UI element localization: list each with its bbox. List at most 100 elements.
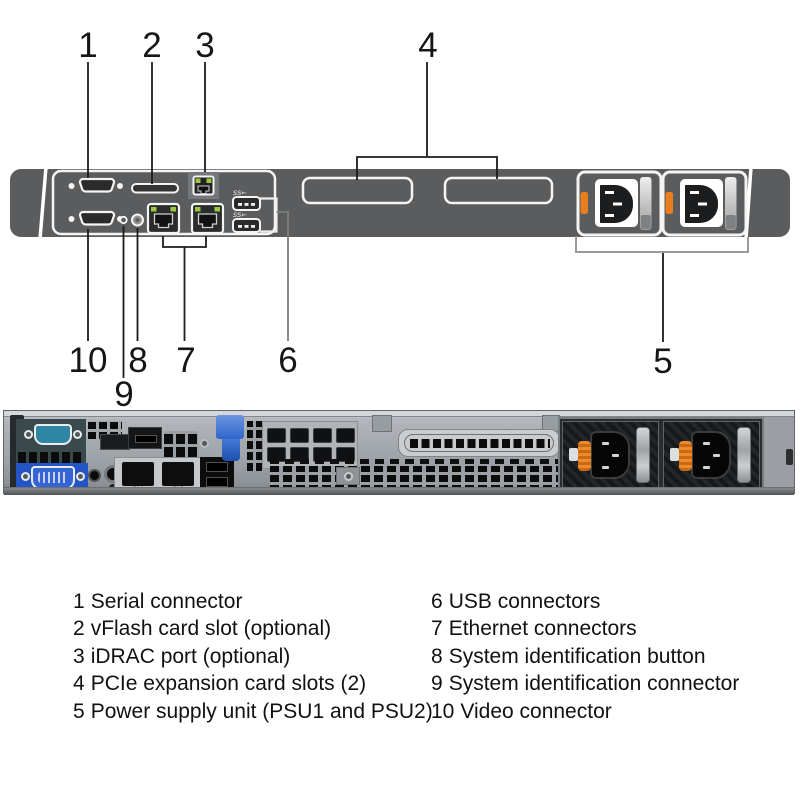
psu-1: [576, 170, 663, 237]
vent-grid: [247, 421, 264, 471]
vga-screw: [24, 430, 33, 439]
callout-6: 6: [278, 341, 297, 380]
legend-num: 2: [73, 617, 85, 641]
blank-module: [100, 434, 130, 450]
legend-num: 9: [431, 672, 443, 696]
callout-7: 7: [176, 341, 195, 380]
legend-label: vFlash card slot (optional): [90, 617, 332, 641]
system-id-connector-photo: [88, 469, 101, 482]
idrac-port: [188, 172, 219, 199]
ethernet-port-photo-1: [122, 462, 154, 486]
callout-5: 5: [653, 342, 672, 381]
psu2-orange-lever: [679, 441, 692, 471]
legend-num: 5: [73, 699, 85, 723]
legend-label: Ethernet connectors: [448, 617, 637, 641]
legend-label: iDRAC port (optional): [90, 644, 291, 668]
psu1-c14-inlet: [590, 431, 630, 479]
vga-connector-top: [34, 424, 72, 445]
psu2-handle-photo: [737, 427, 751, 483]
usb-ss-logo: SS←: [233, 211, 247, 219]
legend-label: System identification connector: [448, 672, 740, 696]
usb-port-2: SS←: [232, 211, 261, 233]
psu-2: [661, 170, 748, 237]
usb-bracket-stem: [276, 211, 289, 341]
legend-num: 4: [73, 672, 85, 696]
rack-ear-gap-left: [38, 166, 48, 240]
legend-num: 8: [431, 644, 443, 668]
ethernet-port-photo-2: [162, 462, 194, 486]
usb-bracket: [260, 197, 278, 233]
rear-panel-schematic: SS← SS←: [10, 26, 790, 410]
psu1-latch-tab: [569, 448, 578, 461]
callout-lines: [87, 62, 664, 378]
legend-num: 1: [73, 590, 85, 613]
pcie-blank-holes: [410, 439, 550, 448]
rear-panel-photo: Gb1 Gb2: [3, 410, 795, 495]
psu2-latch-tab: [670, 448, 679, 461]
vga-connector-bottom: [31, 466, 75, 490]
usb-ss-logo: SS←: [233, 189, 247, 197]
chassis-bottom-edge: [4, 487, 794, 495]
psu2-c14-inlet: [691, 431, 731, 479]
vent-dash-row: [270, 459, 560, 464]
legend-label: System identification button: [448, 644, 706, 668]
vga-screw: [76, 472, 85, 481]
vga-screw: [73, 430, 82, 439]
usb-port-photo-1: [206, 462, 228, 472]
callout-3: 3: [195, 26, 214, 65]
thumbscrew-bracket: [372, 415, 392, 432]
legend-label: Video connector: [460, 699, 612, 723]
psu1-release-tab: [580, 192, 588, 214]
psu1-orange-lever: [578, 441, 591, 471]
psu2-release-tab: [665, 192, 673, 214]
vga-screw: [21, 472, 30, 481]
riser-latch-blue: [216, 415, 244, 439]
ethernet-port-2: [190, 202, 225, 235]
ear-latch: [786, 449, 793, 465]
callout-2: 2: [142, 26, 161, 65]
vent-grid: [164, 431, 198, 457]
legend-label: USB connectors: [448, 590, 601, 613]
vent-row: [18, 452, 84, 464]
callout-8: 8: [128, 341, 147, 380]
usb-port-1: SS←: [232, 189, 261, 211]
psu1-handle-photo: [636, 427, 650, 483]
callout-4: 4: [418, 26, 437, 65]
chassis-top-edge: [4, 411, 794, 417]
callout-10: 10: [69, 341, 108, 380]
legend-label: Power supply unit (PSU1 and PSU2): [90, 699, 433, 723]
serial-knockout: [128, 427, 162, 449]
legend-num: 3: [73, 644, 85, 668]
legend-num: 7: [431, 617, 443, 641]
riser-latch-lower: [222, 439, 240, 461]
vflash-card-slot: [131, 183, 179, 194]
legend-num: 10: [431, 699, 455, 723]
usb-port-photo-2: [206, 477, 228, 487]
legend-num: 6: [431, 590, 443, 613]
pcie-slot-2: [443, 176, 554, 205]
network-cages: [267, 428, 355, 462]
screw-plate: [336, 467, 360, 485]
pcie-blank-frame: [404, 434, 554, 452]
pcie-slot-blank: [398, 429, 560, 457]
psu-bracket: [575, 236, 749, 253]
callout-9: 9: [114, 375, 133, 410]
legend-label: PCIe expansion card slots (2): [90, 672, 367, 696]
screw: [200, 439, 209, 448]
rack-ear-right: [764, 417, 794, 489]
system-id-connector: [119, 215, 128, 225]
vga-pins: [38, 472, 68, 483]
legend-label: Serial connector: [90, 590, 243, 613]
